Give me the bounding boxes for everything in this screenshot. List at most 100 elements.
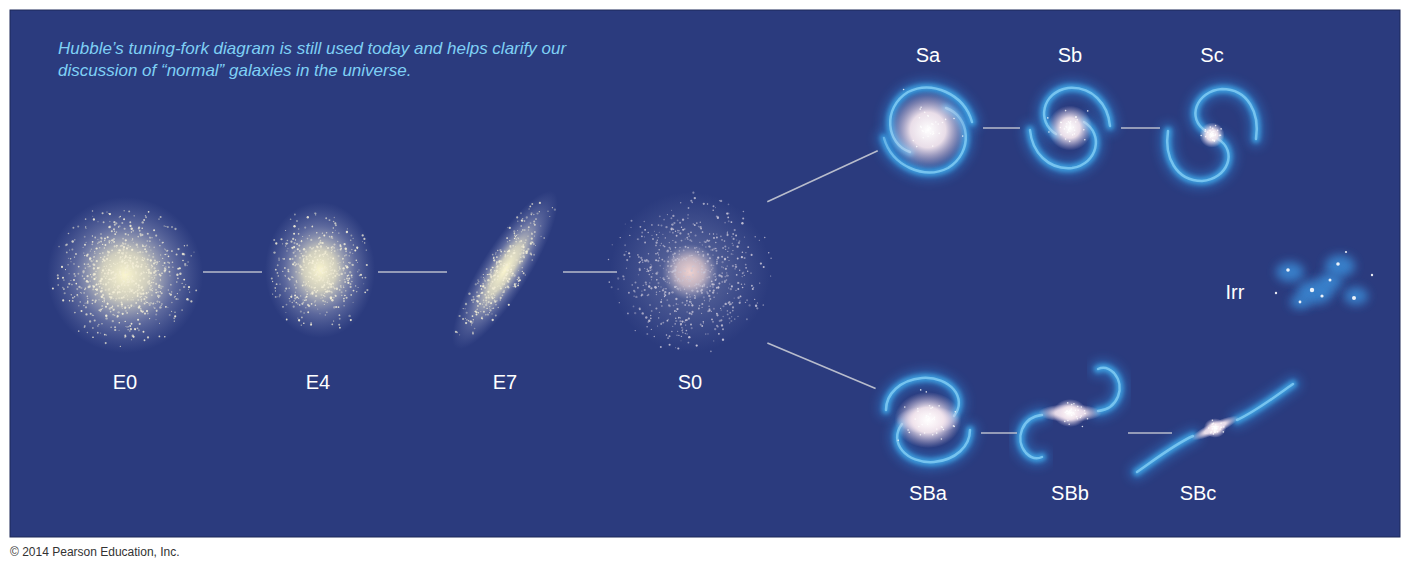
star-dot (133, 305, 134, 306)
star-dot (513, 274, 515, 276)
star-dot (124, 271, 126, 273)
star-dot (298, 298, 299, 299)
star-dot (121, 260, 123, 262)
star-dot (129, 255, 131, 257)
star-dot (335, 306, 337, 308)
star-dot (176, 281, 177, 282)
star-dot (149, 237, 151, 239)
star-dot (148, 271, 150, 273)
star-dot (476, 310, 477, 311)
star-dot (483, 277, 484, 278)
star-dot (339, 266, 341, 268)
star-dot (320, 298, 321, 299)
star-dot (317, 272, 319, 274)
star-dot (94, 256, 95, 257)
star-dot (330, 291, 331, 292)
star-dot (162, 258, 163, 259)
star-dot (113, 221, 115, 223)
star-dot (729, 304, 731, 306)
star-dot (188, 286, 190, 288)
star-dot (315, 274, 317, 276)
star-dot (336, 271, 337, 272)
star-dot (362, 241, 363, 242)
star-dot (320, 261, 322, 263)
star-dot (315, 287, 316, 288)
star-dot (161, 303, 163, 305)
star-dot (329, 262, 331, 264)
star-dot (139, 251, 141, 253)
star-dot (138, 263, 139, 264)
star-dot (103, 284, 104, 285)
star-dot (680, 271, 682, 273)
star-dot (306, 283, 307, 284)
star-dot (122, 248, 124, 250)
star-dot (315, 266, 317, 268)
star-dot (492, 281, 494, 283)
star-dot (493, 293, 494, 294)
star-dot (715, 276, 717, 278)
star-dot (504, 277, 506, 279)
star-dot (338, 324, 340, 326)
star-dot (656, 294, 657, 295)
star-dot (325, 251, 327, 253)
star-dot (156, 300, 158, 302)
star-dot (127, 276, 129, 278)
star-dot (160, 287, 162, 289)
star-dot (509, 240, 510, 241)
star-dot (323, 262, 325, 264)
star-dot (177, 298, 178, 299)
star-dot (671, 291, 673, 293)
star-dot (302, 236, 303, 237)
star-dot (500, 268, 501, 269)
elliptical-galaxy (436, 179, 574, 360)
star-dot (155, 274, 157, 276)
star-dot (310, 256, 311, 257)
star-dot (122, 290, 124, 292)
star-dot (122, 252, 124, 254)
star-dot (295, 271, 297, 273)
star-dot (459, 334, 460, 335)
star-dot (152, 290, 153, 291)
star-dot (66, 251, 68, 253)
star-dot (668, 304, 670, 306)
star-dot (495, 272, 497, 274)
star-dot (142, 221, 144, 223)
star-dot (158, 297, 159, 298)
star-dot (351, 249, 352, 250)
star-dot (470, 320, 472, 322)
star-dot (687, 276, 689, 278)
star-dot (119, 285, 121, 287)
star-dot (142, 293, 144, 295)
star-dot (509, 266, 510, 267)
star-dot (123, 210, 125, 212)
star-dot (162, 242, 163, 243)
star-dot (122, 280, 123, 281)
star-dot (707, 260, 709, 262)
star-dot (485, 297, 487, 299)
star-dot (330, 297, 332, 299)
star-dot (670, 248, 671, 249)
star-dot (329, 236, 331, 238)
star-dot (147, 233, 149, 235)
star-dot (531, 259, 533, 261)
star-dot (273, 239, 275, 241)
star-dot (78, 286, 80, 288)
star-dot (519, 261, 521, 263)
star-dot (356, 246, 358, 248)
star-dot (177, 248, 179, 250)
star-dot (531, 203, 533, 205)
star-dot (336, 273, 338, 275)
star-dot (286, 304, 288, 306)
star-dot (358, 269, 359, 270)
star-dot (302, 285, 304, 287)
star-dot (747, 271, 748, 272)
star-dot (671, 210, 672, 211)
star-dot (105, 306, 107, 308)
star-dot (321, 272, 323, 274)
star-dot (101, 287, 103, 289)
star-dot (316, 280, 317, 281)
star-dot (101, 272, 102, 273)
star-dot (312, 278, 314, 280)
star-dot (311, 286, 313, 288)
star-dot (150, 302, 152, 304)
